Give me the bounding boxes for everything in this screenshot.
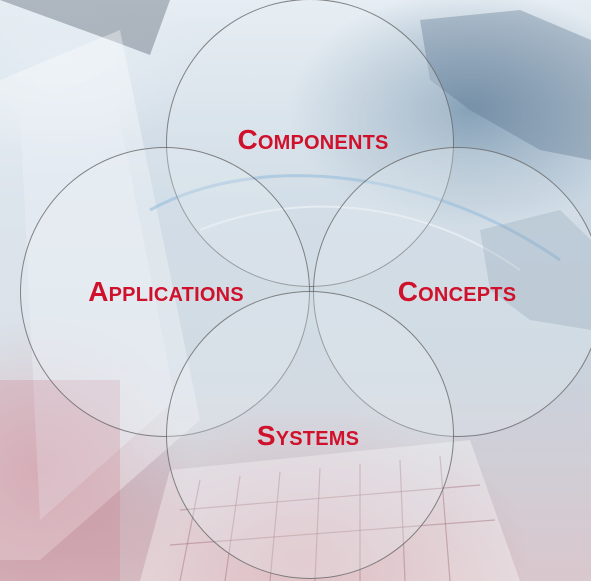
label-components: Components bbox=[237, 124, 389, 155]
label-concepts: Concepts bbox=[397, 276, 517, 307]
label-applications: Applications bbox=[88, 276, 244, 307]
label-systems: Systems bbox=[256, 420, 360, 451]
circle-systems bbox=[166, 291, 454, 579]
